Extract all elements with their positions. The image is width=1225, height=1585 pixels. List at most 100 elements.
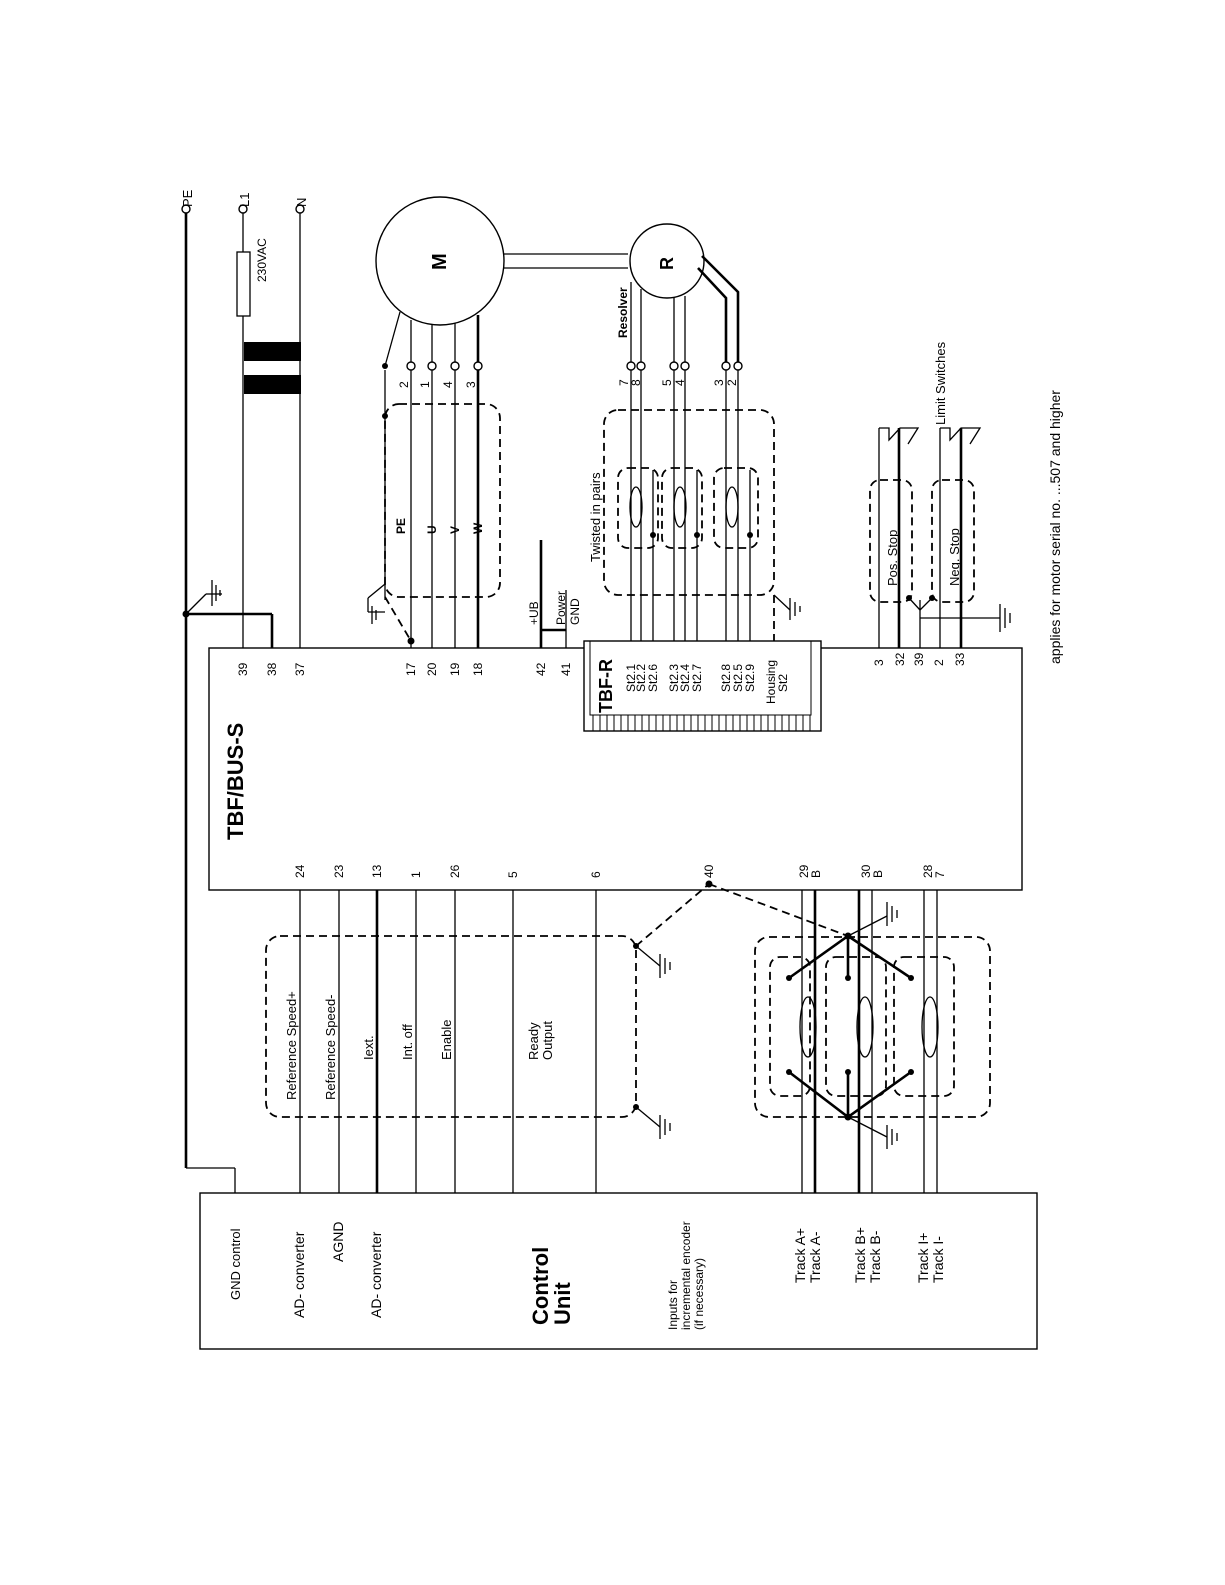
motor-wire-2: 2 — [397, 381, 411, 388]
track-b-plus: Track B+ — [852, 1227, 868, 1283]
resolver-wire-8: 8 — [629, 379, 643, 386]
fuse — [236, 251, 251, 317]
term-37: 37 — [293, 662, 307, 676]
tbfr-pin-st2-5: St2.5 — [731, 664, 745, 692]
signal-cable-shield — [265, 935, 637, 1118]
phase-pe: PE — [394, 518, 408, 534]
track-i-plus: Track I+ — [915, 1233, 931, 1283]
signal-iext: Iext. — [361, 1035, 376, 1060]
tbfr-pin-st2-2: St2.2 — [634, 664, 648, 692]
serial-note: applies for motor serial no. ...507 and … — [1047, 390, 1063, 664]
signal-ready-output: ReadyOutput — [526, 1021, 555, 1060]
signal-ref-speed-minus: Reference Speed- — [323, 994, 338, 1100]
control-unit: GND control AD- converter AGND AD- conve… — [199, 1192, 1038, 1350]
term-3: 3 — [872, 659, 886, 666]
term-38: 38 — [265, 662, 279, 676]
term-29: 29B — [797, 864, 823, 878]
resolver-wire-2: 2 — [725, 379, 739, 386]
ub-label: +UB — [527, 601, 541, 625]
gnd-label: GND — [568, 598, 582, 625]
text-line: B — [871, 870, 885, 878]
term-39b: 39 — [912, 652, 926, 666]
control-unit-title: ControlUnit — [528, 1247, 575, 1325]
term-1: 1 — [409, 871, 423, 878]
term-17: 17 — [404, 662, 418, 676]
tbfr-pin-st2-7: St2.7 — [690, 664, 704, 692]
text-line: 29 — [797, 864, 811, 878]
limit-switch-section: 3 32 39 2 33 Limit Switches Pos. Stop Ne… — [869, 341, 1011, 666]
text-line: Output — [540, 1021, 555, 1060]
phase-u: U — [425, 525, 439, 534]
term-2: 2 — [932, 659, 946, 666]
signal-wires: Reference Speed+ Reference Speed- Iext. … — [265, 880, 849, 1193]
track-a-minus: Track A- — [807, 1231, 823, 1283]
term-13: 13 — [370, 864, 384, 878]
text-line: Control — [528, 1247, 553, 1325]
fuse-rating: 230VAC — [255, 238, 269, 282]
term-23: 23 — [332, 864, 346, 878]
twisted-pairs-label: Twisted in pairs — [588, 472, 603, 562]
tbf-r-box: TBF-R St2.1 St2.2 St2.6 St2.3 St2.4 St2.… — [583, 640, 822, 732]
l1-label: L1 — [237, 193, 252, 207]
text-line: Ready — [526, 1022, 541, 1060]
term-18: 18 — [471, 662, 485, 676]
power-supply: +UB Power GND — [527, 540, 582, 648]
pos-stop-label: Pos. Stop — [885, 530, 900, 586]
text-line: (if necessary) — [692, 1258, 706, 1330]
tbf-r-title: TBF-R — [596, 659, 616, 713]
term-19: 19 — [448, 662, 462, 676]
text-line: 7 — [933, 871, 947, 878]
resolver-caption: Resolver — [616, 287, 630, 338]
motor: M 2 1 4 3 PE U V W — [367, 196, 628, 648]
term-30: 30B — [859, 864, 885, 878]
resolver-wire-3: 3 — [712, 379, 726, 386]
tbf-bus-title: TBF/BUS-S — [223, 723, 248, 840]
limit-switches-label: Limit Switches — [933, 341, 948, 425]
term-24: 24 — [293, 864, 307, 878]
text-line: incremental encoder — [679, 1221, 693, 1330]
text-line: Unit — [550, 1282, 575, 1325]
tbfr-pin-st2-6: St2.6 — [646, 664, 660, 692]
cu-ad-converter-2: AD- converter — [368, 1231, 384, 1318]
cu-gnd-control: GND control — [228, 1228, 243, 1300]
resolver-wire-7: 7 — [617, 379, 631, 386]
supply-lines: PE L1 N 230VAC — [180, 189, 309, 1207]
resolver-wire-5: 5 — [660, 379, 674, 386]
tbf-top-terminals: 39 38 37 17 20 19 18 42 41 — [236, 662, 573, 676]
resolver-cable-shield — [603, 409, 775, 596]
text-line: Inputs for — [666, 1280, 680, 1330]
choke-core-bottom — [244, 375, 301, 394]
tbfr-pin-st2-8: St2.8 — [719, 664, 733, 692]
resolver-label: R — [657, 257, 677, 270]
signal-enable: Enable — [439, 1020, 454, 1060]
track-i-minus: Track I- — [930, 1236, 946, 1283]
term-42: 42 — [534, 662, 548, 676]
encoder-tracks — [754, 890, 991, 1193]
tbfr-pin-st2-1: St2.1 — [624, 664, 638, 692]
phase-v: V — [448, 526, 462, 534]
tbf-bottom-terminals: 24 23 13 1 26 5 6 40 29B 30B 287 — [293, 864, 947, 878]
tbfr-pin-st2-3: St2.3 — [667, 664, 681, 692]
motor-wire-1: 1 — [418, 381, 432, 388]
cu-ad-converter-1: AD- converter — [291, 1231, 307, 1318]
motor-circle — [375, 196, 505, 326]
term-20: 20 — [425, 662, 439, 676]
tbfr-pin-st2-9: St2.9 — [743, 664, 757, 692]
tbfr-housing-sub: St2 — [776, 674, 790, 692]
tbfr-housing: Housing — [764, 660, 778, 704]
incremental-encoder-inputs: Inputs forincremental encoder(if necessa… — [666, 1221, 706, 1330]
pe-label: PE — [180, 189, 195, 207]
track-b-minus: Track B- — [867, 1230, 883, 1283]
term-40: 40 — [702, 864, 716, 878]
phase-w: W — [471, 522, 485, 534]
tbfr-pin-st2-4: St2.4 — [678, 664, 692, 692]
cu-agnd: AGND — [330, 1222, 346, 1262]
term-41: 41 — [559, 662, 573, 676]
resolver-wire-4: 4 — [673, 379, 687, 386]
text-line: 30 — [859, 864, 873, 878]
term-28: 287 — [921, 864, 947, 878]
text-line: B — [809, 870, 823, 878]
motor-wire-3: 3 — [464, 381, 478, 388]
resolver-circle — [629, 223, 705, 299]
signal-ref-speed-plus: Reference Speed+ — [284, 991, 299, 1100]
